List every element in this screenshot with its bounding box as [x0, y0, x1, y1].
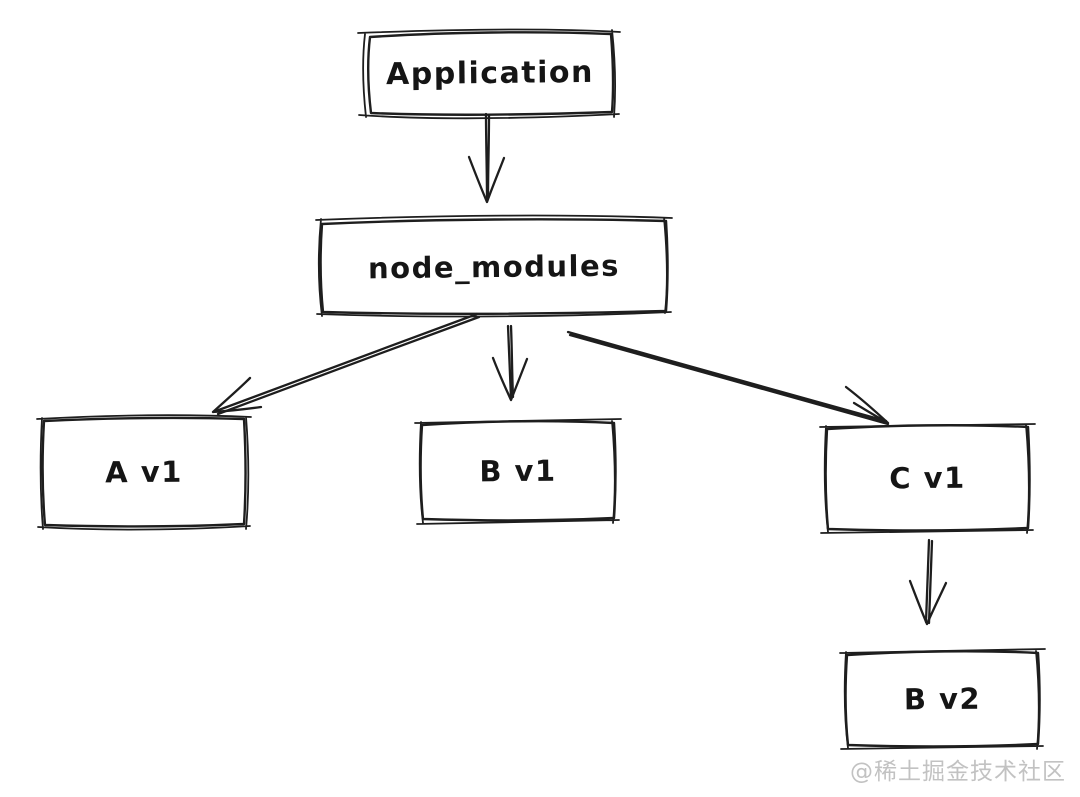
edge-node-modules-to-a-v1-arrow [211, 312, 481, 416]
node-a-v1-box [36, 414, 252, 531]
edge-node-modules-to-c-v1-arrow [566, 330, 890, 426]
node-b-v2-box [839, 648, 1046, 750]
watermark: @稀土掘金技术社区 [850, 759, 1066, 785]
node-c-v1-outline [824, 424, 1031, 532]
node-application-outline [366, 31, 615, 117]
node-a-v1-outline [41, 416, 247, 528]
edge-node-modules-to-b-v1-arrow [491, 324, 529, 402]
node-a-v1-outline-2 [36, 414, 252, 531]
node-b-v1-outline [419, 420, 617, 522]
edge-application-to-node-modules-arrow [467, 112, 506, 204]
node-node-modules-outline-2 [315, 214, 673, 318]
node-b-v1-outline-2 [414, 418, 622, 525]
node-application-outline-2 [357, 28, 621, 120]
node-node-modules-box [315, 214, 673, 318]
node-b-v2-outline [844, 650, 1041, 748]
node-c-v1-box [819, 423, 1036, 534]
node-node-modules-outline [319, 218, 669, 316]
node-application-box [357, 28, 621, 120]
node-b-v1-box [414, 418, 622, 525]
node-c-v1-outline-2 [819, 423, 1036, 534]
node-b-v2-outline-2 [839, 648, 1046, 750]
edge-c-v1-to-b-v2-arrow [908, 538, 948, 626]
